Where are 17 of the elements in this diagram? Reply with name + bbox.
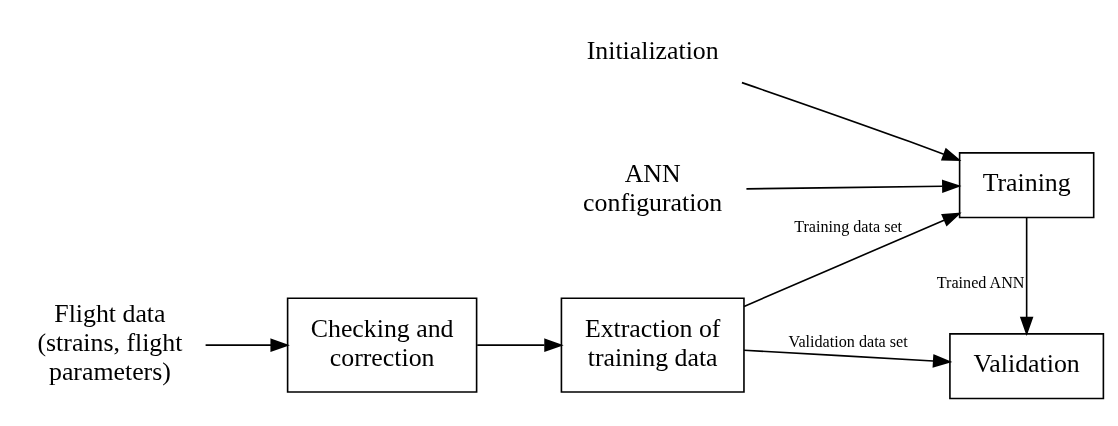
arrow <box>745 179 962 193</box>
arrow <box>204 337 290 352</box>
edge-label: Training data set <box>794 217 903 235</box>
node-text: Initialization <box>586 35 719 65</box>
node-box: Checking and correction <box>286 297 478 393</box>
node-box: Extraction of training data <box>560 297 745 393</box>
arrow <box>741 81 962 161</box>
arrow <box>743 212 962 307</box>
arrow <box>476 337 564 352</box>
node-text: Flight data (strains, flight parameters) <box>37 298 183 386</box>
node-text: ANN configuration <box>583 158 723 217</box>
edge-label: Trained ANN <box>936 273 1025 291</box>
arrow <box>1019 216 1034 336</box>
node-box: Validation <box>949 332 1105 399</box>
arrow <box>743 348 953 368</box>
edge-label: Validation data set <box>788 332 908 350</box>
node-box: Training <box>958 151 1095 218</box>
